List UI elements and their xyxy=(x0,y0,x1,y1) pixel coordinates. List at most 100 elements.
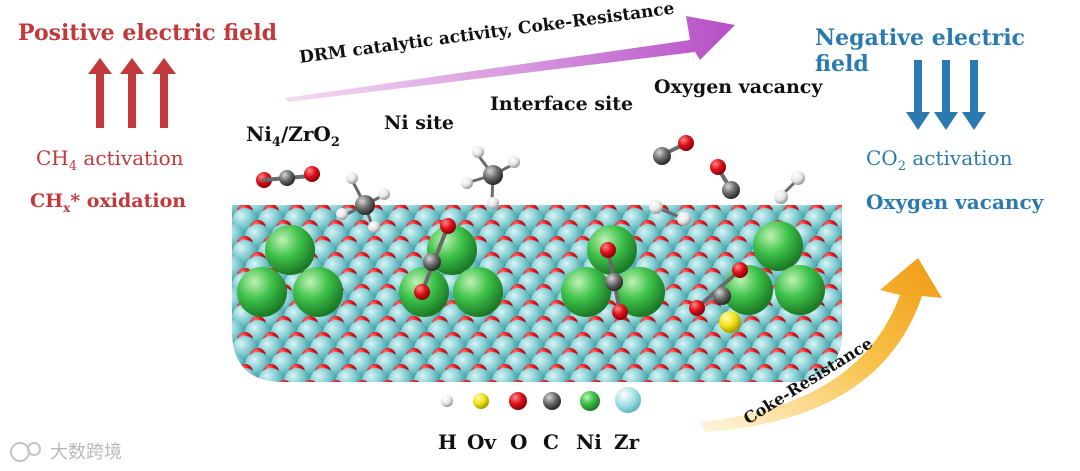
o-atom xyxy=(562,380,578,382)
c-atom xyxy=(483,165,503,185)
ch4-activation-label: CH4 activation xyxy=(36,146,184,174)
h-atom xyxy=(649,200,663,214)
ni-atom xyxy=(723,265,773,315)
zr-atom xyxy=(752,368,778,382)
o-atom xyxy=(432,380,448,382)
c-atom xyxy=(355,195,375,215)
interface-site-label: Interface site xyxy=(490,93,634,115)
h-atom xyxy=(508,156,520,168)
h-atom xyxy=(791,171,805,185)
zr-atom xyxy=(622,368,648,382)
o-atom xyxy=(689,300,705,316)
o-atom xyxy=(328,380,344,382)
o-atom xyxy=(380,380,396,382)
o-atom xyxy=(732,262,748,278)
o-atom xyxy=(861,236,877,252)
zr-atom xyxy=(336,368,362,382)
c-atom xyxy=(279,170,295,186)
o-atom xyxy=(640,380,656,382)
negative-field-arrows xyxy=(906,60,986,130)
zr-atom xyxy=(843,288,869,314)
legend-c-sphere xyxy=(543,392,561,410)
ni-atom xyxy=(453,267,503,317)
o-atom xyxy=(692,380,708,382)
zr-atom xyxy=(310,368,336,382)
zr-atom xyxy=(258,368,284,382)
o-atom xyxy=(718,380,734,382)
ni-atom xyxy=(293,267,343,317)
zr-atom xyxy=(856,272,882,298)
h-atom xyxy=(378,188,390,200)
legend-h-sphere xyxy=(441,395,453,407)
zr-atom xyxy=(596,368,622,382)
c-atom xyxy=(423,253,441,271)
zr-atom xyxy=(518,368,544,382)
legend-spheres xyxy=(441,387,641,413)
o-atom xyxy=(874,252,890,268)
legend-ov-label: Ov xyxy=(467,430,497,454)
legend-o-label: O xyxy=(510,430,528,454)
catalyst-label: Ni4/ZrO2 xyxy=(246,122,340,150)
top-arrow xyxy=(285,16,735,102)
negative-field-title: Negative electric field xyxy=(815,25,1025,77)
watermark-logo-icon xyxy=(10,442,41,462)
o-atom xyxy=(354,380,370,382)
o-atom xyxy=(848,220,864,236)
o-atom xyxy=(406,380,422,382)
o-atom xyxy=(874,380,890,396)
o-atom xyxy=(861,268,877,284)
legend-zr-label: Zr xyxy=(614,430,640,454)
h-atom xyxy=(472,146,484,158)
o-atom xyxy=(848,284,864,300)
co2-activation-label: CO2 activation xyxy=(866,146,1013,174)
positive-field-arrows xyxy=(88,58,176,128)
zr-atom xyxy=(388,368,414,382)
zr-atom xyxy=(492,368,518,382)
o-atom xyxy=(414,284,430,300)
h-atom xyxy=(346,172,358,184)
right-oxygen-vacancy-label: Oxygen vacancy xyxy=(866,190,1044,214)
zr-atom xyxy=(674,368,700,382)
h-atom xyxy=(336,208,348,220)
c-atom xyxy=(722,181,740,199)
bottom-arrow xyxy=(700,258,942,432)
zr-atom xyxy=(362,368,388,382)
ni-site-label: Ni site xyxy=(384,112,454,134)
o-atom xyxy=(848,252,864,268)
zr-atom xyxy=(232,368,258,382)
h-atom xyxy=(677,212,691,226)
o-atom xyxy=(484,380,500,382)
o-atom xyxy=(276,380,292,382)
legend-ni-sphere xyxy=(580,391,600,411)
o-atom xyxy=(848,316,864,332)
molecules xyxy=(256,135,805,333)
o-atom xyxy=(250,380,266,382)
ni-atom xyxy=(615,267,665,317)
h-atom xyxy=(774,190,788,204)
c-atom xyxy=(713,287,731,305)
legend-ni-label: Ni xyxy=(576,430,602,454)
o-atom xyxy=(440,218,456,234)
zr-atom xyxy=(856,240,882,266)
c-atom xyxy=(605,273,623,291)
zr-atom xyxy=(414,368,440,382)
o-atom xyxy=(710,159,726,175)
zr-atom xyxy=(843,256,869,282)
c-atom xyxy=(653,147,671,165)
o-atom xyxy=(666,380,682,382)
zr-atom xyxy=(648,368,674,382)
o-atom xyxy=(302,380,318,382)
zr-atom xyxy=(856,304,882,330)
zr-atom xyxy=(232,352,245,378)
legend-ov-sphere xyxy=(473,393,489,409)
watermark-text: 大数跨境 xyxy=(50,442,122,463)
ni-atom xyxy=(265,225,315,275)
o-atom xyxy=(612,304,628,320)
ni-atom xyxy=(561,267,611,317)
ni-atom xyxy=(753,221,803,271)
zr-atom xyxy=(778,368,804,382)
zr-atom xyxy=(284,368,310,382)
zr-atom xyxy=(843,224,869,250)
o-atom xyxy=(874,220,890,236)
